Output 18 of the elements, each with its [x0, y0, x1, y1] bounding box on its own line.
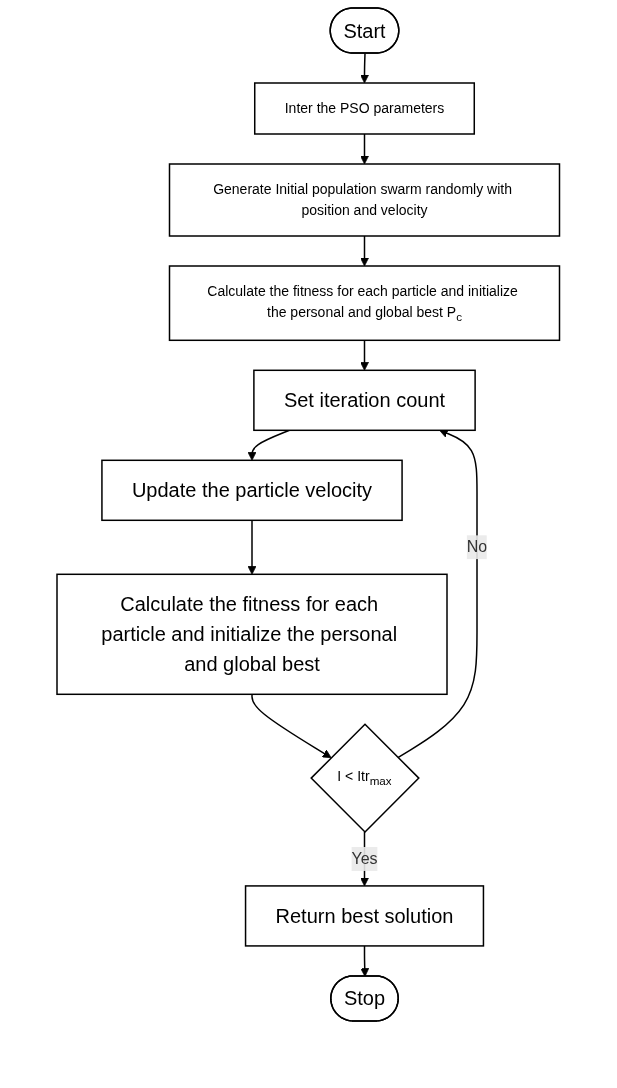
node-box: Set iteration count	[253, 369, 477, 432]
node-box: Return best solution	[245, 885, 485, 947]
arrow	[360, 52, 370, 84]
node-diamond: I < Itr$_{max}$	[310, 723, 421, 833]
arrow	[247, 519, 257, 575]
node-box: Calculate the fitness for each particle and initialize the personal and global best	[56, 573, 448, 696]
arrow	[397, 429, 478, 759]
node-box: Calculate the fitness for each particle and initialize the personal and global best P$_{c}$	[169, 265, 561, 342]
arrow	[360, 945, 370, 977]
node-box: Generate Initial population swarm randomly with position and velocity	[169, 163, 561, 237]
edge-label: Yes	[351, 849, 378, 867]
node-box: Update the particle velocity	[101, 459, 404, 522]
edge-label: No	[467, 538, 488, 556]
node-box: Inter the PSO parameters	[254, 82, 476, 135]
arrow	[251, 693, 332, 759]
arrow	[360, 133, 370, 165]
arrow	[360, 339, 370, 371]
arrow	[360, 235, 370, 267]
